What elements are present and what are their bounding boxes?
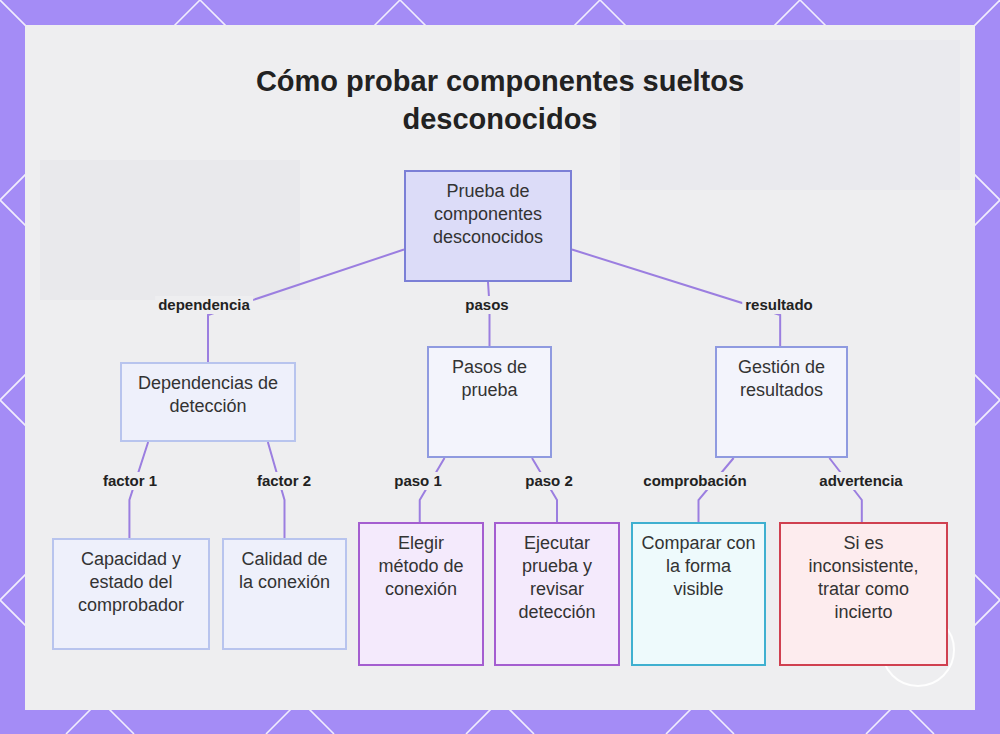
concept-box: Elegir método de conexión <box>358 522 484 666</box>
box-text: Pasos de prueba <box>437 356 542 402</box>
connector-line <box>532 458 557 522</box>
box-text: Ejecutar prueba y revisar detección <box>504 532 610 624</box>
edge-label: resultado <box>742 296 816 314</box>
concept-box: Calidad de la conexión <box>222 538 347 650</box>
box-text: Calidad de la conexión <box>232 548 337 594</box>
edge-label: factor 2 <box>254 472 314 490</box>
connector-line <box>268 442 285 538</box>
edge-label: factor 1 <box>100 472 160 490</box>
concept-box: Pasos de prueba <box>427 346 552 458</box>
box-text: Gestión de resultados <box>725 356 838 402</box>
content-panel <box>25 25 975 710</box>
concept-box: Comparar con la forma visible <box>631 522 766 666</box>
concept-box: Si es inconsistente, tratar como inciert… <box>779 522 948 666</box>
box-text: Comparar con la forma visible <box>641 532 756 601</box>
connector-line <box>699 458 734 522</box>
edge-label: pasos <box>462 296 511 314</box>
edge-label: paso 2 <box>522 472 576 490</box>
box-text: Prueba de componentes desconocidos <box>414 180 562 249</box>
blurred-photo <box>620 40 960 190</box>
box-text: Elegir método de conexión <box>368 532 474 601</box>
connector-line <box>488 282 490 346</box>
concept-box: Capacidad y estado del comprobador <box>52 538 210 650</box>
connector-line <box>420 458 445 522</box>
concept-box: Ejecutar prueba y revisar detección <box>494 522 620 666</box>
edge-label: paso 1 <box>391 472 445 490</box>
concept-box: Dependencias de detección <box>120 362 296 442</box>
box-text: Si es inconsistente, tratar como inciert… <box>789 532 938 624</box>
edge-label: comprobación <box>640 472 749 490</box>
edge-label: dependencia <box>155 296 253 314</box>
box-text: Capacidad y estado del comprobador <box>62 548 200 617</box>
box-text: Dependencias de detección <box>130 372 286 418</box>
diagram-title: Cómo probar componentes sueltos desconoc… <box>220 62 780 138</box>
blurred-photo <box>40 160 300 300</box>
connector-line <box>129 442 148 538</box>
connector-line <box>829 458 861 522</box>
concept-box: Prueba de componentes desconocidos <box>404 170 572 282</box>
edge-label: advertencia <box>816 472 905 490</box>
concept-box: Gestión de resultados <box>715 346 848 458</box>
